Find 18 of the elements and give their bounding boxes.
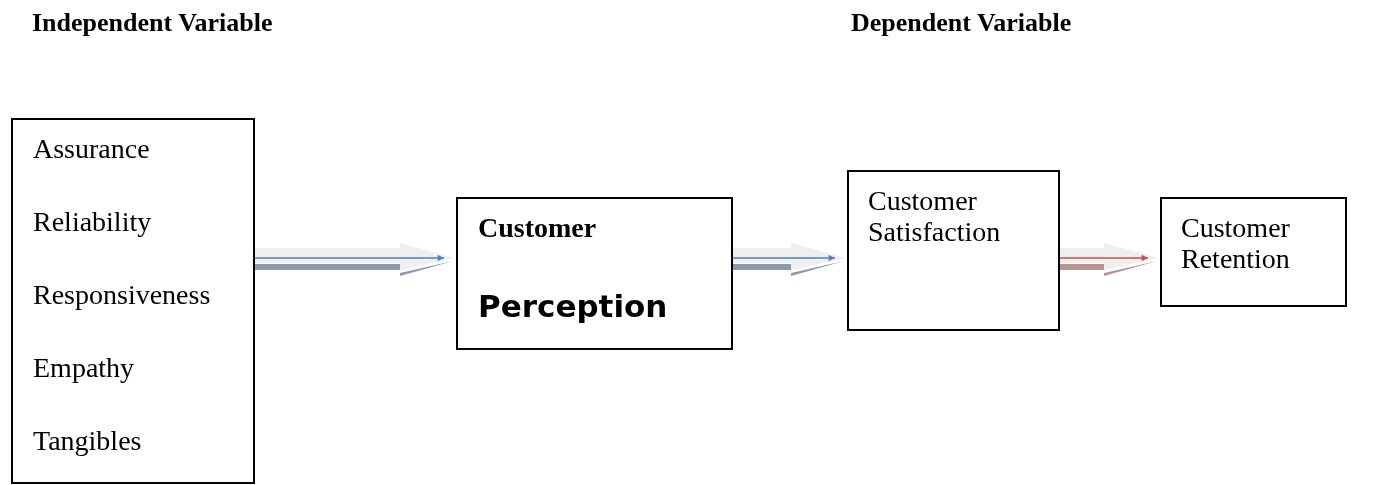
block-arrow	[1059, 243, 1159, 276]
heading-label: Dependent Variable	[851, 8, 1072, 38]
node-text: Customer Retention	[1181, 213, 1291, 275]
concept-box	[11, 118, 255, 484]
concept-box	[456, 197, 733, 350]
node-text: Responsiveness	[33, 280, 211, 311]
node-text: Reliability	[33, 207, 152, 238]
node-text: Tangibles	[33, 426, 142, 457]
node-text: Customer	[478, 213, 597, 244]
heading-label: Independent Variable	[32, 8, 273, 38]
node-text: Customer Satisfaction	[868, 186, 1002, 248]
concept-box	[847, 170, 1060, 331]
block-arrow	[254, 243, 455, 276]
node-text: Empathy	[33, 353, 135, 384]
concept-box	[1160, 197, 1347, 307]
node-text: Assurance	[33, 134, 150, 165]
block-arrow	[732, 243, 846, 276]
node-text: Perception	[478, 289, 668, 324]
